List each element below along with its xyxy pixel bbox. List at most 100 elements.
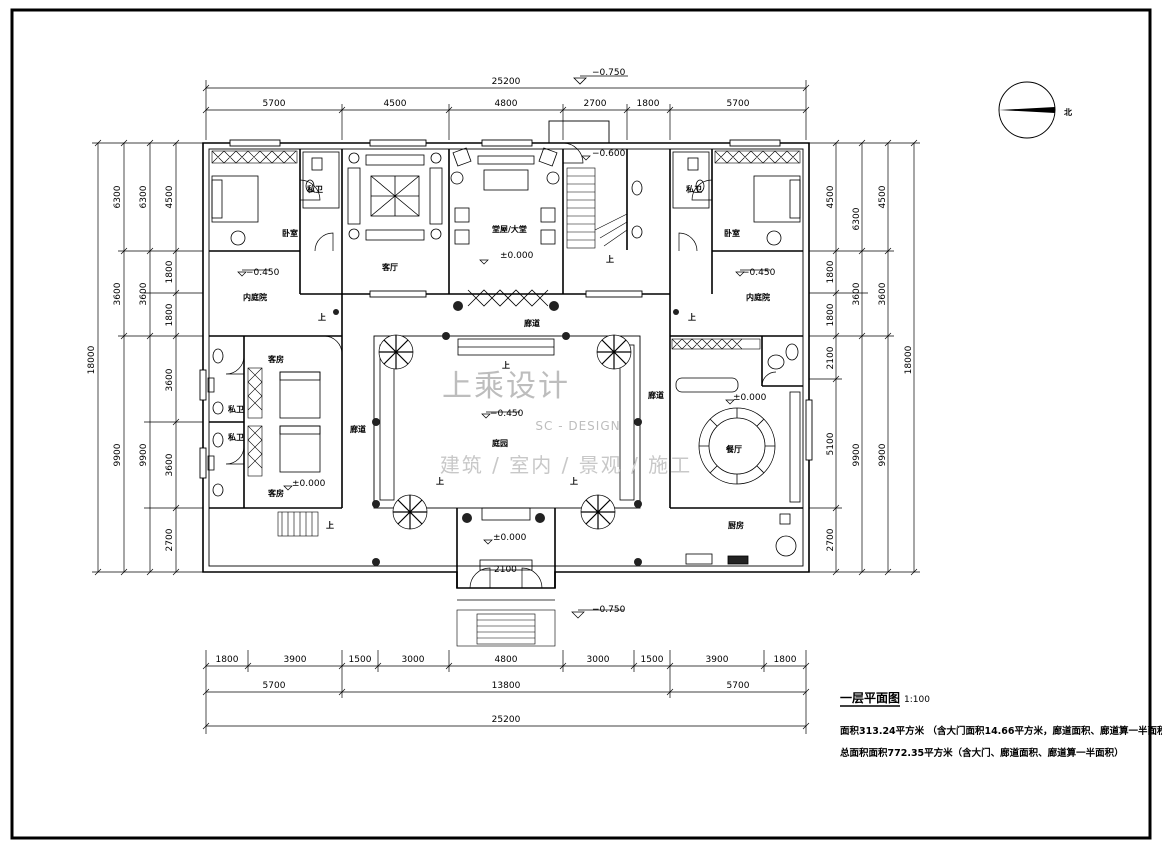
drawing-title: 一层平面图 [840,691,900,705]
area-note-2: 总面积面积772.35平方米（含大门、廊道面积、廊道算一半面积） [840,747,1124,759]
entry-gate [457,559,555,601]
dim-bottom-4: 3000 [402,655,425,665]
watermark-sub: SC - DESIGN [535,419,620,433]
dim-top-total: 25200 [492,77,521,87]
dim-left-mid-3: 9900 [113,443,123,466]
dim-right-mid-1b: 4500 [878,185,888,208]
up-mark-1: 上 [318,312,326,322]
door-swings [225,142,777,589]
dim-bottom-8: 3900 [706,655,729,665]
dim-left-mid-3b: 9900 [139,443,149,466]
room-living: 客厅 [381,262,398,272]
dim-right-inner-3: 1800 [826,303,836,326]
room-bath-guest-1: 私卫 [227,404,244,414]
tree-icon [392,494,428,530]
area-note-1: 面积313.24平方米 （含大门面积14.66平方米，廊道面积、廊道算一半面积） [840,725,1162,737]
up-mark-3: 上 [606,254,614,264]
dim-top-5: 1800 [637,99,660,109]
dim-left-inner-3: 1800 [165,303,175,326]
dim-top-3: 4800 [495,99,518,109]
dim-bottom-2: 3900 [284,655,307,665]
tree-icon [378,334,414,370]
tree-icon [580,494,616,530]
dim-right-mid-3b: 9900 [878,443,888,466]
hall-furniture [450,147,560,245]
room-bath-left: 私卫 [306,184,323,194]
level-courtyard: −0.450 [490,409,524,419]
dim-right-inner-5: 5100 [826,432,836,455]
dim-left-inner-4: 3600 [165,368,175,391]
dim-top-2: 4500 [384,99,407,109]
dim-left-mid-1b: 6300 [139,185,149,208]
room-bath-guest-2: 私卫 [227,432,244,442]
dim-right-outer: 18000 [904,345,914,374]
room-hall: 堂屋/大堂 [492,224,527,234]
dim-left-inner-5: 3600 [165,453,175,476]
dim-left-outer: 18000 [87,345,97,374]
kitchen-fixtures [685,391,801,565]
dim-top-4: 2700 [584,99,607,109]
wardrobe-hatching [211,150,801,477]
dim-bottom-7: 1500 [641,655,664,665]
up-mark-5: 上 [436,476,444,486]
level-bottom-outside: −0.750 [592,605,626,615]
bottom-dimensions [202,650,810,734]
exterior-windows [199,139,813,479]
hall-front-screen [467,289,549,307]
columns [333,301,679,566]
dim-bottom-r2-3: 5700 [727,681,750,691]
up-mark-6: 上 [570,476,578,486]
room-kitchen: 厨房 [728,520,744,530]
tree-icons [378,334,632,530]
dim-entry-width: 2100 [494,565,517,575]
level-stair-landing: −0.600 [592,149,626,159]
north-label: 北 [1064,107,1072,117]
dim-top-1: 5700 [263,99,286,109]
top-dimensions [202,80,810,140]
dim-bottom-r2-1: 5700 [263,681,286,691]
dim-left-inner-2: 1800 [165,260,175,283]
level-dining: ±0.000 [733,393,767,403]
dim-right-inner-6: 2700 [826,528,836,551]
dim-left-inner-1: 4500 [165,185,175,208]
dim-bottom-r2-2: 13800 [492,681,521,691]
dim-right-mid-3: 9900 [852,443,862,466]
living-room-furniture [347,152,443,241]
up-mark-7: 上 [326,520,334,530]
level-top-outside: −0.750 [592,68,626,78]
dim-bottom-total: 25200 [492,715,521,725]
dim-left-mid-2: 3600 [113,282,123,305]
room-guest-bottom: 客房 [267,488,284,498]
room-inner-court-left: 内庭院 [243,292,267,302]
watermark-services: 建筑 / 室内 / 景观 / 施工 [440,453,692,477]
room-corridor-left: 廊道 [350,424,366,434]
bed-icons [211,175,801,473]
dim-right-inner-2: 1800 [826,260,836,283]
drawing-scale: 1:100 [904,695,930,705]
staircase [277,167,628,647]
left-dimensions [92,139,203,576]
level-marker-symbols [237,155,770,619]
dim-right-inner-1: 4500 [826,185,836,208]
room-corridor-right: 廊道 [648,390,664,400]
dim-right-mid-1: 6300 [852,207,862,230]
dim-right-mid-2: 3600 [852,282,862,305]
room-inner-court-right: 内庭院 [746,292,770,302]
level-inner-left: −0.450 [246,268,280,278]
room-corridor-top: 廊道 [524,318,540,328]
dim-left-mid-2b: 3600 [139,282,149,305]
dining-table-icon [675,377,776,485]
watermark-main: 上乘设计 [442,369,570,404]
north-arrow-icon [998,81,1056,139]
room-bedroom-right: 卧室 [724,228,740,238]
level-bedroom-left: ±0.000 [292,479,326,489]
dim-left-mid-1: 6300 [113,185,123,208]
dim-left-inner-6: 2700 [165,528,175,551]
room-dining: 餐厅 [725,444,742,454]
level-inner-right: −0.450 [742,268,776,278]
dim-bottom-9: 1800 [774,655,797,665]
drawing-frame [10,8,1152,840]
dim-bottom-3: 1500 [349,655,372,665]
dim-bottom-6: 3000 [587,655,610,665]
